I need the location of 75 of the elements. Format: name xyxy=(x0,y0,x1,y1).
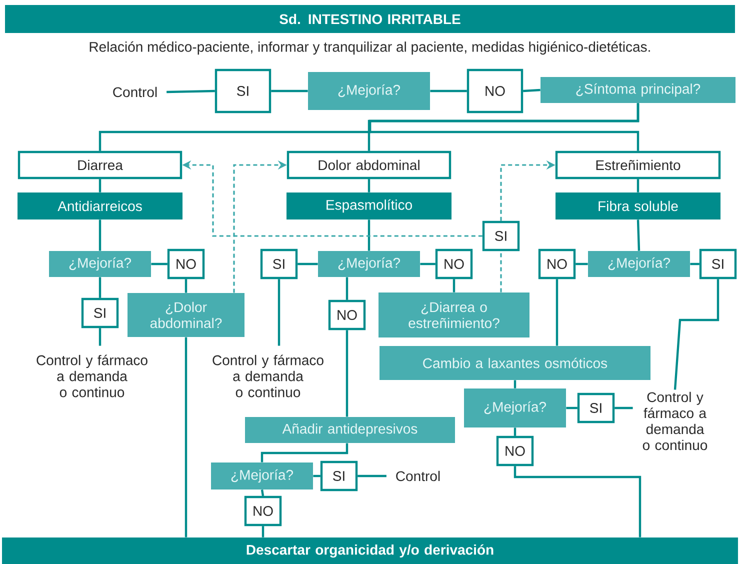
connector-line xyxy=(514,380,516,388)
question-box: ¿Síntoma principal? xyxy=(540,77,736,103)
treatment-box: Antidiarreicos xyxy=(18,192,182,220)
end-text: Control y fármaco a demanda o continuo xyxy=(36,354,148,398)
connector-line xyxy=(614,406,633,410)
connector-line xyxy=(271,90,308,92)
end-text: Control xyxy=(113,86,157,98)
end-text: Control y fármaco a demanda o continuo xyxy=(212,354,324,398)
answer-box: SI xyxy=(81,298,119,328)
connector-line xyxy=(523,88,540,92)
connector-line xyxy=(346,277,348,300)
note-text: Relación médico-paciente, informar y tranquilizar al paciente, medidas higiénico-dietéticas. xyxy=(90,41,650,55)
connector-line xyxy=(368,220,370,251)
connector-line xyxy=(514,466,642,538)
answer-box: NO xyxy=(244,496,282,526)
answer-box: NO xyxy=(466,68,524,114)
connector-line xyxy=(368,179,370,192)
connector-line xyxy=(184,337,188,538)
connector-line xyxy=(98,328,102,346)
connector-line xyxy=(184,279,188,293)
connector-line xyxy=(430,90,467,92)
connector-line xyxy=(566,406,578,410)
answer-box: NO xyxy=(328,300,366,330)
answer-box: SI xyxy=(482,220,520,252)
question-box: ¿Diarrea o estreñimiento? xyxy=(378,292,530,338)
connector-line xyxy=(98,277,102,298)
question-box: ¿Mejoría? xyxy=(588,251,690,277)
connector-line xyxy=(260,443,348,462)
connector-line xyxy=(420,262,436,266)
treatment-box: Añadir antidepresivos xyxy=(245,417,455,443)
answer-box: SI xyxy=(260,248,298,280)
connector-line xyxy=(298,262,318,266)
connector-line xyxy=(514,428,516,436)
connector-line xyxy=(358,474,386,478)
answer-box: SI xyxy=(577,392,615,424)
connector-line xyxy=(636,179,640,192)
symptom-box: Dolor abdominal xyxy=(286,150,452,180)
end-text: Control y fármaco a demanda o continuo xyxy=(642,392,708,450)
connector-line xyxy=(690,262,700,266)
end-text: Control xyxy=(396,470,440,482)
answer-box: SI xyxy=(699,248,737,280)
question-box: ¿Dolor abdominal? xyxy=(128,293,244,337)
connector-line xyxy=(278,279,280,346)
connector-line xyxy=(313,474,320,478)
question-box: ¿Mejoría? xyxy=(308,72,430,110)
connector-line xyxy=(674,279,720,390)
answer-box: NO xyxy=(167,248,205,280)
answer-box: NO xyxy=(496,436,534,466)
question-box: ¿Mejoría? xyxy=(318,251,420,277)
answer-box: SI xyxy=(214,68,272,114)
connector-line xyxy=(452,279,456,292)
treatment-box: Cambio a laxantes osmóticos xyxy=(380,346,650,380)
connector-line xyxy=(166,90,215,94)
connector-line xyxy=(556,279,558,346)
question-box: ¿Mejoría? xyxy=(211,462,313,490)
connector-line xyxy=(346,330,348,417)
connector-line xyxy=(262,526,264,538)
connector-line xyxy=(636,220,640,251)
symptom-box: Diarrea xyxy=(18,150,182,180)
symptom-box: Estreñimiento xyxy=(555,150,721,180)
answer-box: NO xyxy=(538,248,576,280)
connector-line xyxy=(98,179,102,192)
connector-line xyxy=(576,262,588,266)
result-band: Descartar organicidad y/o derivación xyxy=(2,538,738,564)
question-box: ¿Mejoría? xyxy=(49,251,151,277)
treatment-box: Fibra soluble xyxy=(556,192,720,220)
question-box: ¿Mejoría? xyxy=(464,388,566,428)
answer-box: NO xyxy=(435,248,473,280)
title-band: Sd. INTESTINO IRRITABLE xyxy=(5,5,735,33)
connector-line xyxy=(151,262,168,266)
connector-line xyxy=(98,220,102,251)
answer-box: SI xyxy=(320,460,358,492)
connector-line xyxy=(260,490,264,496)
treatment-box: Espasmolítico xyxy=(286,192,452,220)
connector-line xyxy=(500,251,502,292)
